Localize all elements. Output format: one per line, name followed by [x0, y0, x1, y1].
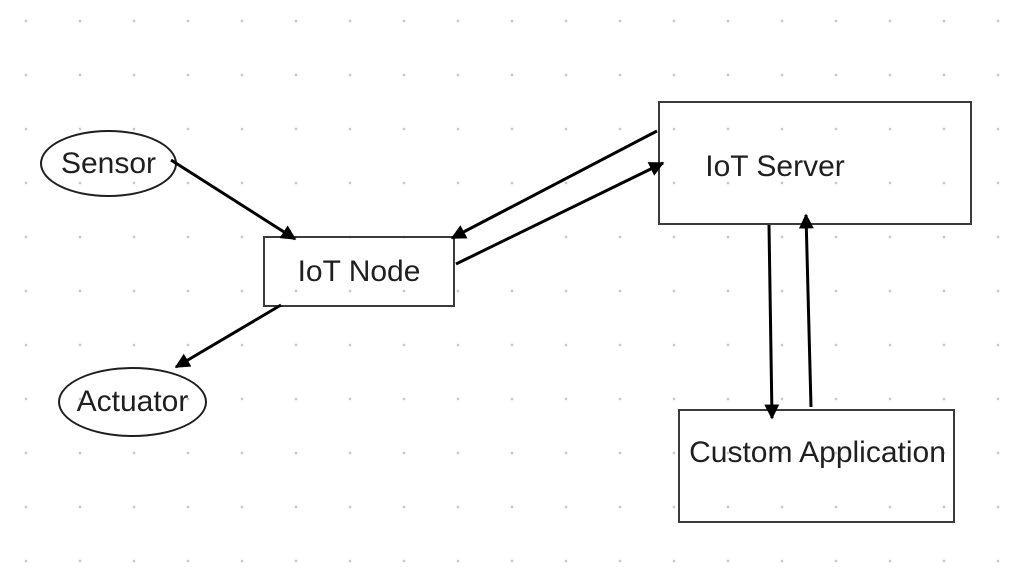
edge-sensor-to-iot-node-arrow[interactable] — [170, 158, 297, 241]
node-sensor[interactable]: Sensor — [40, 130, 177, 197]
node-actuator-label: Actuator — [76, 385, 189, 418]
node-actuator[interactable]: Actuator — [58, 367, 207, 437]
edge-iot-server-to-custom-application-arrow[interactable] — [764, 224, 780, 420]
edge-custom-application-to-iot-server-arrow[interactable] — [798, 213, 814, 408]
node-custom-application-label: Custom Application — [689, 436, 946, 469]
edge-iot-node-to-iot-server-arrow[interactable] — [455, 161, 665, 266]
node-sensor-label: Sensor — [60, 146, 157, 180]
node-iot-node-label: IoT Node — [297, 254, 421, 288]
edge-iot-server-to-iot-node-arrow[interactable] — [450, 129, 658, 240]
node-iot-server-label: IoT Server — [705, 150, 845, 183]
node-iot-server[interactable]: IoT Server — [658, 101, 972, 225]
edge-iot-node-to-actuator-arrow[interactable] — [174, 303, 282, 369]
node-iot-node[interactable]: IoT Node — [263, 236, 455, 307]
node-custom-application[interactable]: Custom Application — [678, 409, 955, 523]
